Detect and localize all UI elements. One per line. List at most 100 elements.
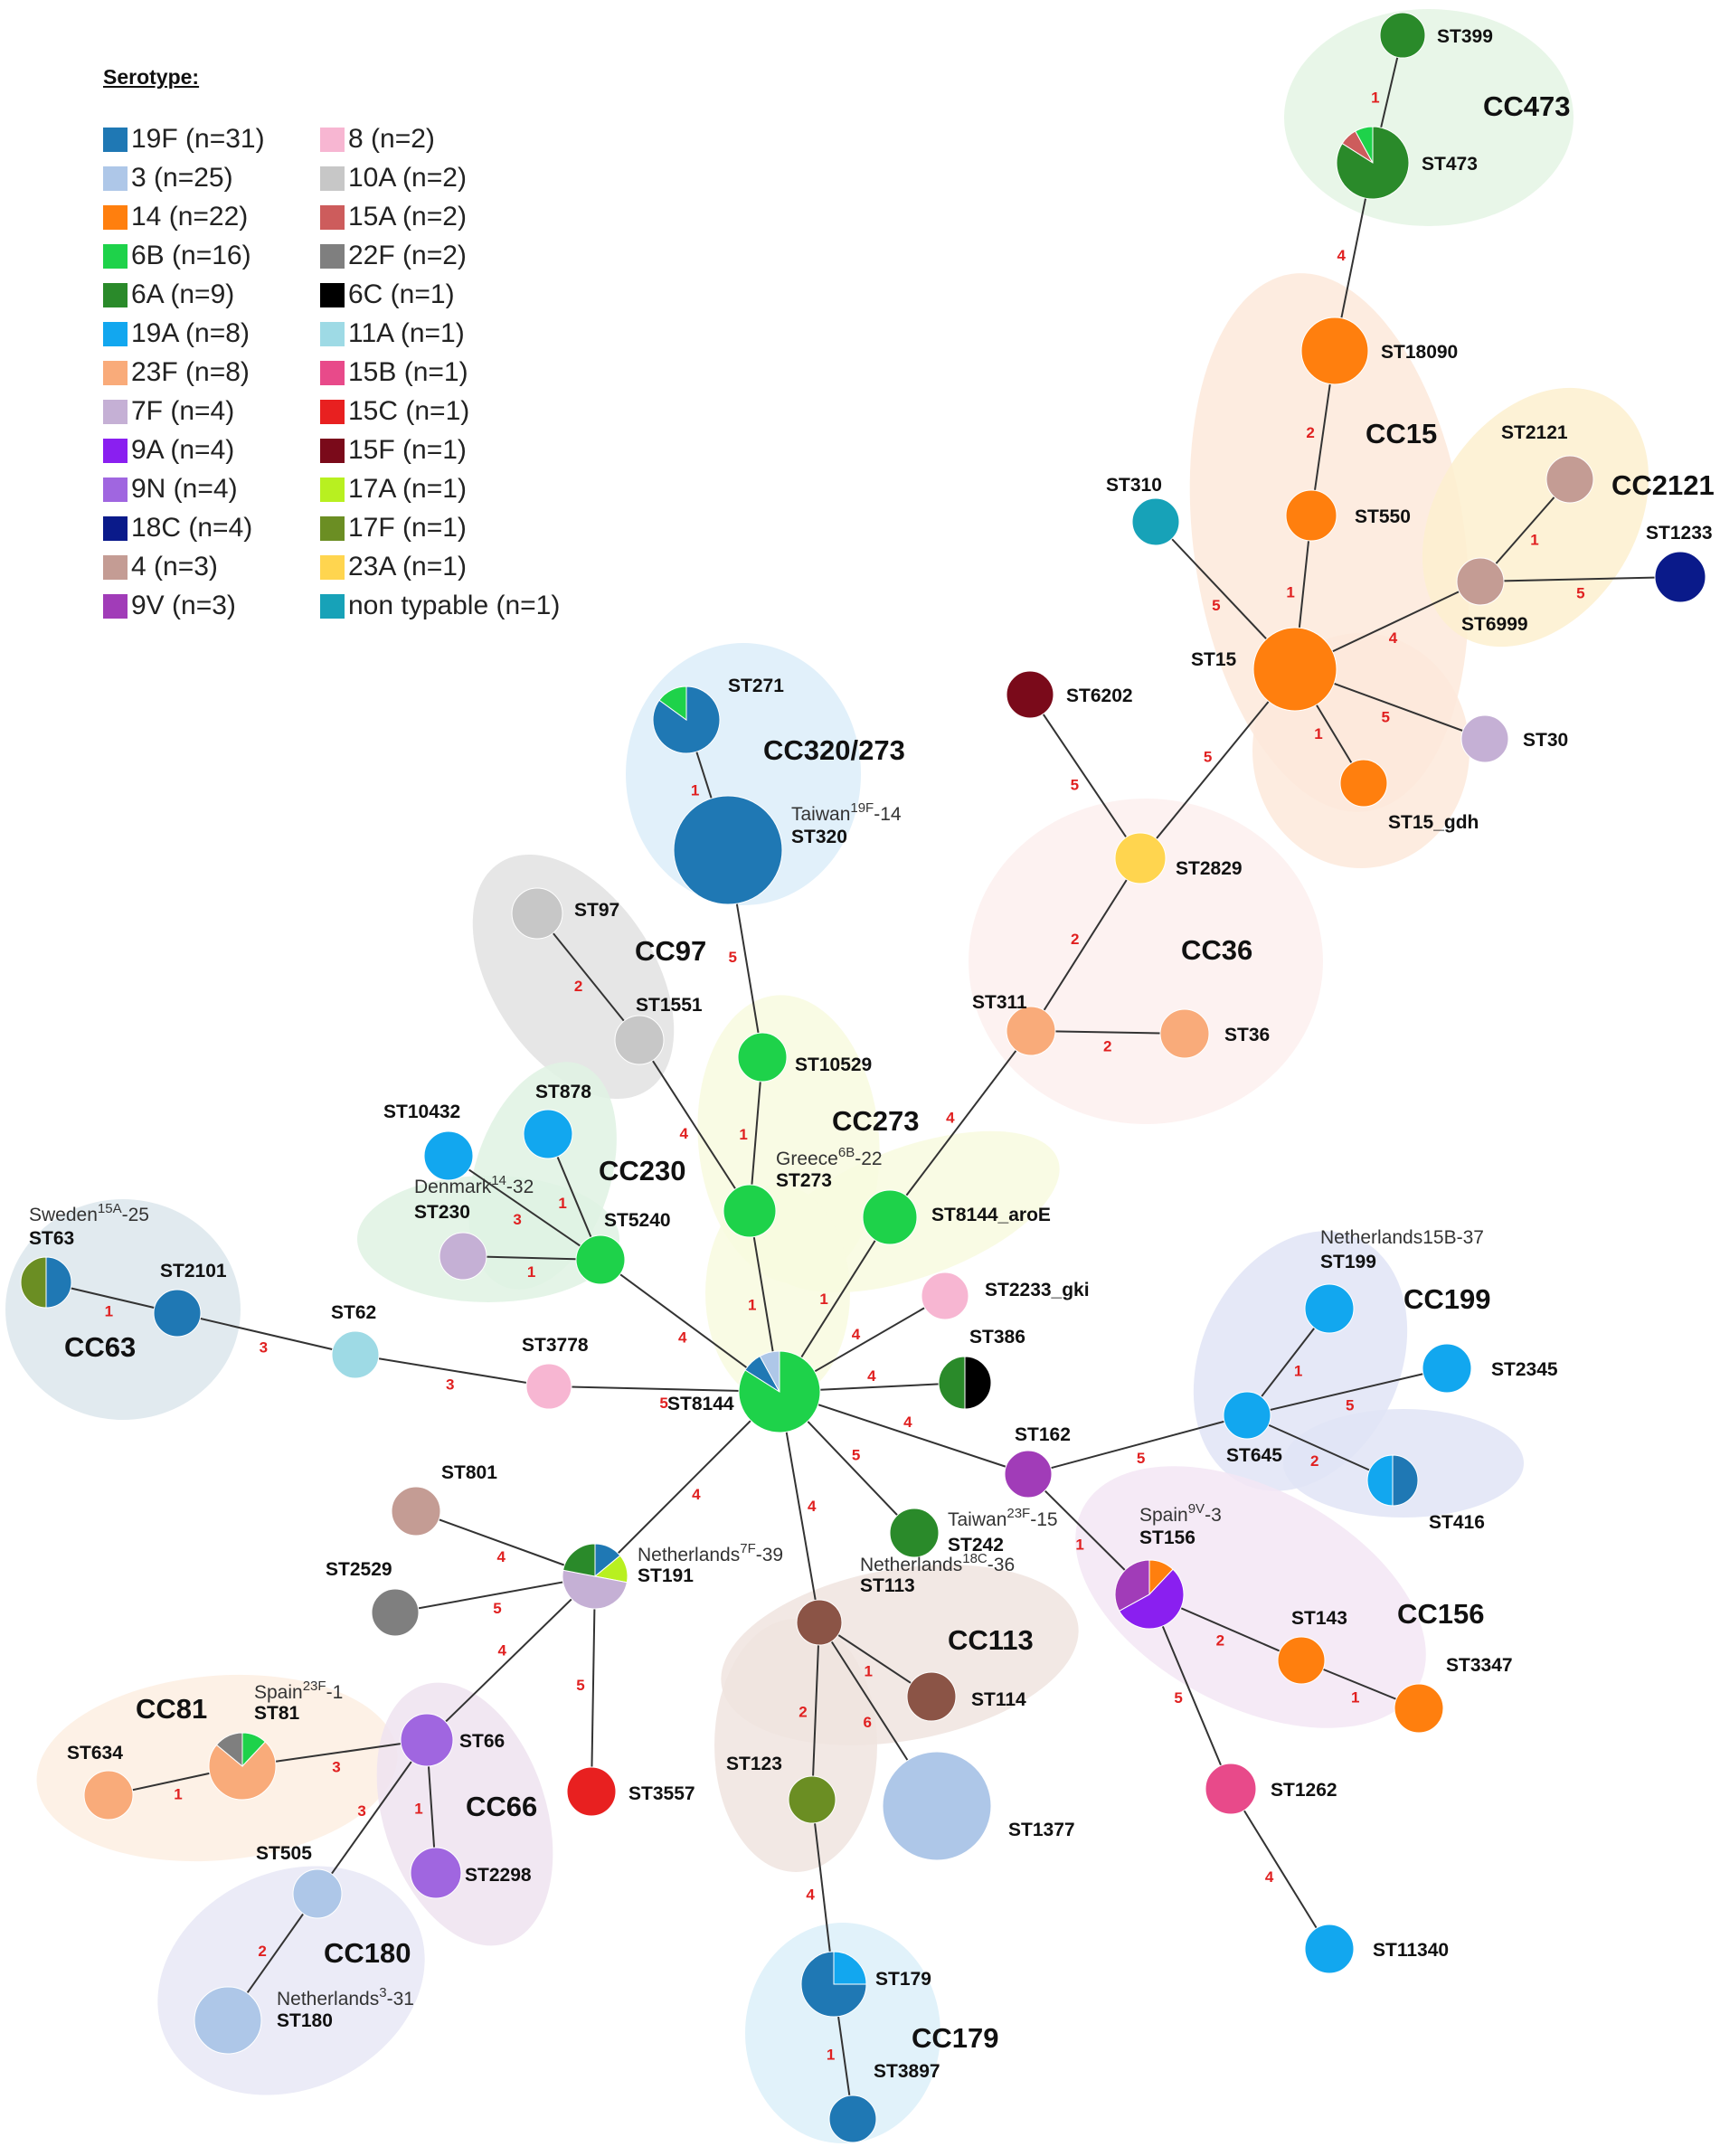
node-slice-c113 xyxy=(906,1671,957,1722)
legend-label: 15B (n=1) xyxy=(348,357,468,387)
edge-st156-st1262 xyxy=(1148,1593,1232,1790)
legend-swatch xyxy=(103,399,128,424)
node-slice-9v xyxy=(1114,1559,1150,1612)
edge-weight: 4 xyxy=(852,1326,861,1343)
node-st143 xyxy=(1277,1636,1326,1685)
node-slice-6b xyxy=(723,1184,777,1238)
legend-swatch xyxy=(103,127,128,152)
legend-item-6c: 6C (n=1) xyxy=(320,277,455,313)
node-st3347 xyxy=(1394,1683,1444,1734)
node-label-st162: ST162 xyxy=(1015,1424,1071,1445)
edge-st62-st3778 xyxy=(354,1354,550,1387)
legend-item-8: 8 (n=2) xyxy=(320,121,435,157)
node-slice-19a xyxy=(833,1951,867,1985)
edge-weight: 4 xyxy=(1337,247,1347,264)
edge-st162-st8144 xyxy=(779,1391,1029,1475)
node-label-st645: ST645 xyxy=(1226,1445,1282,1466)
legend-swatch xyxy=(103,282,128,307)
legend-swatch xyxy=(103,515,128,541)
node-label-st1262: ST1262 xyxy=(1271,1780,1337,1801)
annotation-serotype: 19F xyxy=(850,800,874,816)
annotation-serotype: 6B xyxy=(838,1145,855,1160)
node-annotation: Greece6B-22 xyxy=(776,1145,883,1169)
edge-weight: 1 xyxy=(527,1263,535,1281)
node-label-st634: ST634 xyxy=(67,1743,123,1764)
node-label-st36: ST36 xyxy=(1224,1025,1270,1045)
annotation-suffix: -1 xyxy=(326,1682,344,1703)
node-slice-c113 xyxy=(796,1599,843,1646)
node-slice-6a xyxy=(889,1508,940,1558)
node-label-st3778: ST3778 xyxy=(522,1335,589,1356)
edge-weight: 1 xyxy=(865,1663,873,1680)
node-annotation: Taiwan23F-15 xyxy=(948,1506,1058,1530)
node-label-st242: ST242 xyxy=(948,1535,1004,1556)
edge-weight: 3 xyxy=(357,1802,365,1820)
node-st645 xyxy=(1223,1391,1271,1440)
legend-label: 14 (n=22) xyxy=(131,202,249,232)
node-annotation: Spain23F-1 xyxy=(254,1678,343,1703)
edge-weight: 4 xyxy=(678,1329,687,1346)
node-label-st97: ST97 xyxy=(574,900,619,921)
edge-weight: 5 xyxy=(659,1395,667,1412)
node-st2233-gki xyxy=(921,1272,969,1320)
node-slice-7f xyxy=(439,1232,487,1281)
node-label-st273: ST273 xyxy=(776,1170,832,1191)
node-slice-19f xyxy=(1392,1454,1419,1507)
edge-weight: 2 xyxy=(799,1703,807,1720)
cluster-label: CC230 xyxy=(599,1155,686,1187)
edge-weight: 5 xyxy=(1576,584,1584,601)
node-st6202 xyxy=(1006,670,1054,719)
annotation-suffix: -39 xyxy=(756,1545,783,1565)
legend-item-15f: 15F (n=1) xyxy=(320,432,467,468)
node-st114 xyxy=(906,1671,957,1722)
legend-swatch xyxy=(103,243,128,269)
edge-weight: 4 xyxy=(806,1886,815,1904)
node-st199 xyxy=(1304,1283,1355,1334)
edge-st97-st1551 xyxy=(536,913,640,1041)
node-st2121 xyxy=(1545,455,1594,504)
node-slice-14 xyxy=(1285,489,1337,542)
edge-weight: 1 xyxy=(739,1126,747,1143)
legend-item-15c: 15C (n=1) xyxy=(320,393,469,430)
legend-item-9a: 9A (n=4) xyxy=(103,432,234,468)
node-label-st5240: ST5240 xyxy=(604,1210,671,1231)
cluster-cc156 xyxy=(1075,1466,1426,1728)
legend-title: Serotype: xyxy=(103,65,200,89)
node-slice-3 xyxy=(194,1986,262,2055)
node-st5240 xyxy=(575,1234,626,1285)
legend-label: 15F (n=1) xyxy=(348,435,467,465)
annotation-serotype: 18C xyxy=(962,1551,988,1566)
edge-st2829-st311 xyxy=(1030,857,1141,1032)
node-label-st6202: ST6202 xyxy=(1066,686,1133,706)
legend-label: 6C (n=1) xyxy=(348,279,455,309)
node-label-st801: ST801 xyxy=(441,1462,497,1483)
legend-item-19a: 19A (n=8) xyxy=(103,316,250,352)
node-slice-3 xyxy=(292,1868,343,1919)
legend-label: 18C (n=4) xyxy=(131,513,253,543)
edge-weight: 4 xyxy=(496,1548,506,1565)
edge-weight: 6 xyxy=(863,1714,871,1731)
legend-item-23f: 23F (n=8) xyxy=(103,355,250,391)
edge-st311-st36 xyxy=(1030,1030,1186,1035)
edge-weight: 5 xyxy=(852,1446,860,1463)
node-st3557 xyxy=(566,1766,617,1817)
legend-item-22f: 22F (n=2) xyxy=(320,238,467,274)
node-st2298 xyxy=(410,1847,462,1899)
node-st878 xyxy=(523,1109,573,1159)
annotation-country: Sweden xyxy=(29,1205,98,1225)
node-st801 xyxy=(391,1486,441,1537)
node-st97 xyxy=(511,887,563,940)
edge-weight: 2 xyxy=(1071,931,1079,948)
annotation-country: Netherlands15B-37 xyxy=(1320,1227,1484,1248)
node-slice-14 xyxy=(1252,627,1337,712)
edge-weight: 5 xyxy=(1071,776,1079,793)
node-st8144-aroe xyxy=(862,1189,918,1245)
legend-item-19f: 19F (n=31) xyxy=(103,121,265,157)
node-st311 xyxy=(1006,1006,1056,1056)
node-slice-6b xyxy=(1355,126,1374,164)
annotation-serotype: 9V xyxy=(1188,1501,1205,1517)
edge-weight: 2 xyxy=(1306,424,1314,441)
cluster-cc179 xyxy=(745,1923,940,2143)
node-slice-23f xyxy=(208,1741,277,1801)
node-label-st1233: ST1233 xyxy=(1646,523,1713,544)
